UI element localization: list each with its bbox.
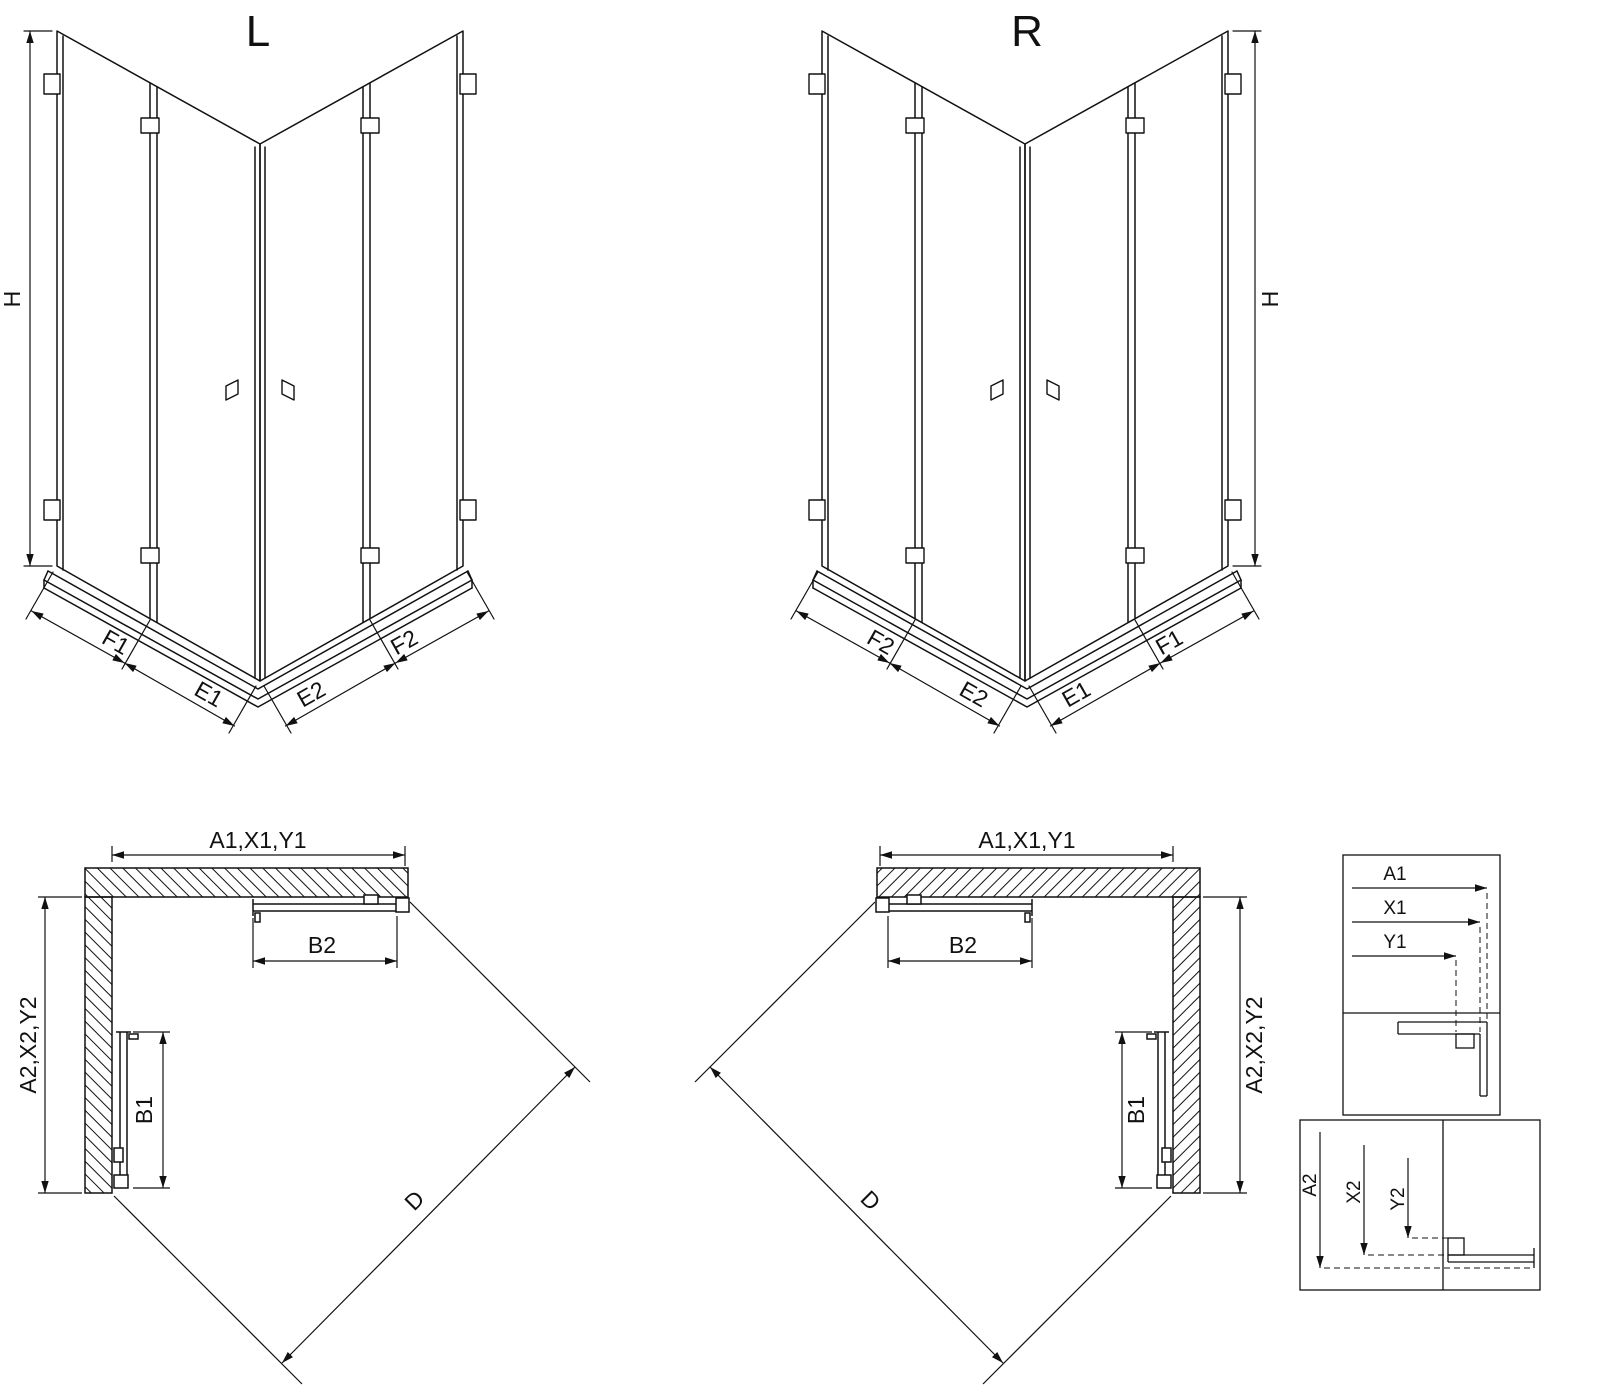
detail-box-width-dims [1342,854,1501,1116]
iso-left-height-label: H [0,291,25,308]
plan-right-b2-label: B2 [949,932,977,958]
detail-x1-label: X1 [1383,898,1406,919]
detail-x2-label: X2 [1344,1180,1365,1203]
iso-left-f1-label: F1 [98,624,134,660]
detail-a1-label: A1 [1383,864,1406,885]
plan-view-left [38,846,590,1384]
iso-right-title: R [1011,7,1043,56]
plan-view-right [695,846,1247,1384]
plan-right-depth-label: A2,X2,Y2 [1241,996,1267,1093]
corner-profile-section [1447,1237,1535,1268]
plan-right-d-label: D [856,1185,886,1215]
plan-right-b1-label: B1 [1123,1096,1149,1124]
iso-left-e2-label: E2 [292,676,329,712]
iso-left-title: L [246,7,270,56]
iso-right-e1-label: E1 [1057,676,1094,712]
detail-y2-label: Y2 [1388,1187,1409,1210]
iso-right-f2-label: F2 [863,624,899,660]
plan-left-depth-label: A2,X2,Y2 [15,996,41,1093]
plan-right-width-label: A1,X1,Y1 [978,827,1075,853]
plan-left-b2-label: B2 [308,932,336,958]
iso-view-right [791,31,1261,733]
iso-right-f1-label: F1 [1151,624,1187,660]
iso-right-height-label: H [1257,291,1283,308]
plan-left-b1-label: B1 [131,1096,157,1124]
detail-a2-label: A2 [1300,1173,1321,1196]
plan-left-d-label: D [399,1185,429,1215]
corner-profile-section [1397,1021,1488,1097]
iso-left-f2-label: F2 [386,624,422,660]
iso-left-e1-label: E1 [190,676,227,712]
iso-view-left [24,31,494,733]
detail-y1-label: Y1 [1383,932,1406,953]
detail-box-depth-dims [1299,1119,1541,1291]
plan-left-width-label: A1,X1,Y1 [209,827,306,853]
iso-right-e2-label: E2 [955,676,992,712]
